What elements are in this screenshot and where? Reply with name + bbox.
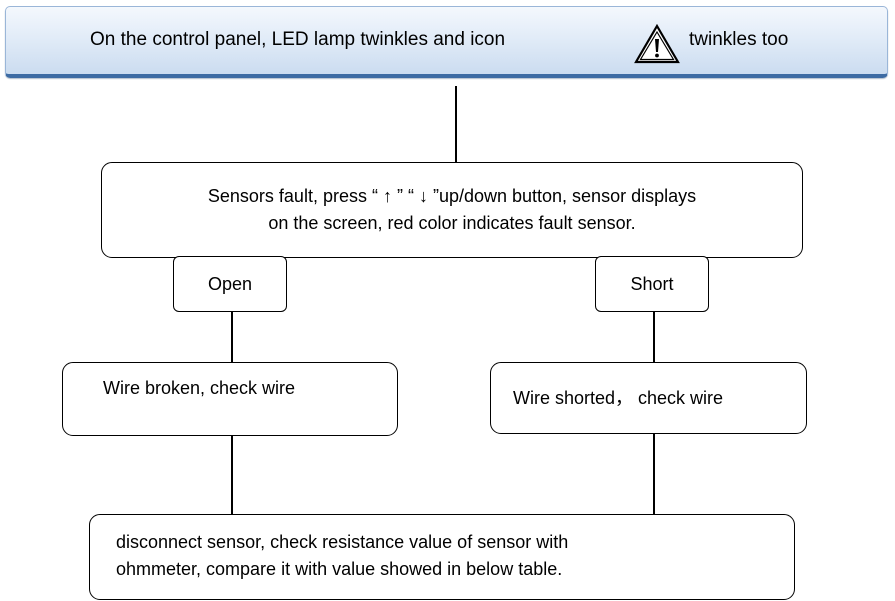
final-step-box: disconnect sensor, check resistance valu… — [89, 514, 795, 600]
wire-broken-box: Wire broken, check wire — [62, 362, 398, 436]
open-branch-box: Open — [173, 256, 287, 312]
header-banner: On the control panel, LED lamp twinkles … — [5, 6, 888, 78]
connector-shorted-to-final — [653, 434, 655, 515]
wire-broken-text: Wire broken, check wire — [103, 378, 296, 398]
connector-broken-to-final — [231, 436, 233, 515]
sensors-fault-box: Sensors fault, press “ ↑ ” “ ↓ ”up/down … — [101, 162, 803, 258]
short-branch-label: Short — [630, 273, 674, 294]
open-branch-label: Open — [207, 273, 253, 294]
sensors-fault-line-1: Sensors fault, press “ ↑ ” “ ↓ ”up/down … — [207, 186, 697, 206]
final-step-line-1: disconnect sensor, check resistance valu… — [116, 532, 569, 552]
wire-shorted-box: Wire shorted， check wire — [490, 362, 807, 434]
header-text-before-icon: On the control panel, LED lamp twinkles … — [90, 29, 506, 50]
connector-open-to-broken — [231, 312, 233, 363]
connector-short-to-shorted — [653, 312, 655, 363]
sensors-fault-line-2: on the screen, red color indicates fault… — [268, 213, 636, 233]
header-text-after-icon: twinkles too — [689, 29, 789, 50]
warning-triangle-icon — [634, 24, 680, 64]
short-branch-box: Short — [595, 256, 709, 312]
connector-header-to-fault — [455, 86, 457, 162]
final-step-line-2: ohmmeter, compare it with value showed i… — [116, 559, 563, 579]
wire-shorted-text: Wire shorted， check wire — [513, 388, 724, 408]
